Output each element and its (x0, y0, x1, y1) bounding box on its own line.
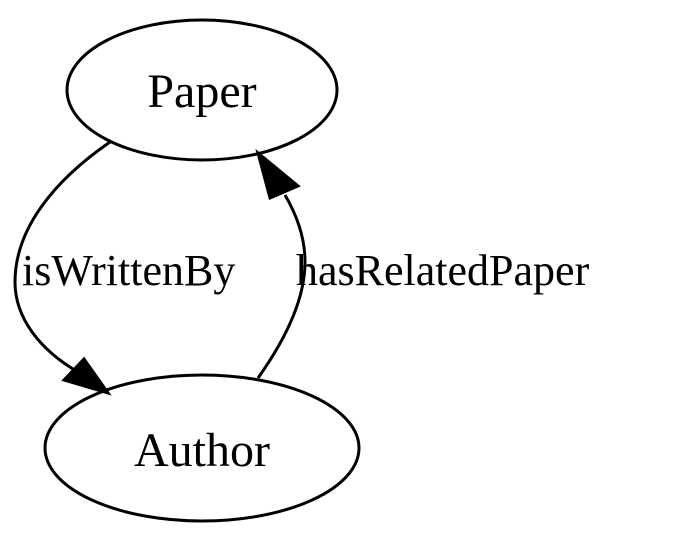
edge-has-related-paper-line (256, 194, 307, 379)
edge-is-written-by-label: isWrittenBy (22, 246, 235, 295)
edge-is-written-by[interactable]: isWrittenBy (13, 140, 235, 396)
node-paper-shape (65, 18, 339, 162)
edge-is-written-by-arrowhead (61, 356, 112, 396)
edge-has-related-paper[interactable]: hasRelatedPaper (255, 148, 590, 379)
node-paper-label: Paper (147, 65, 256, 118)
node-author[interactable]: Author (43, 373, 361, 523)
edge-is-written-by-line (13, 140, 111, 374)
node-paper[interactable]: Paper (65, 18, 339, 162)
edge-has-related-paper-label: hasRelatedPaper (296, 246, 590, 295)
edge-has-related-paper-arrowhead (255, 148, 301, 201)
node-author-label: Author (134, 424, 270, 477)
node-author-shape (43, 373, 361, 523)
